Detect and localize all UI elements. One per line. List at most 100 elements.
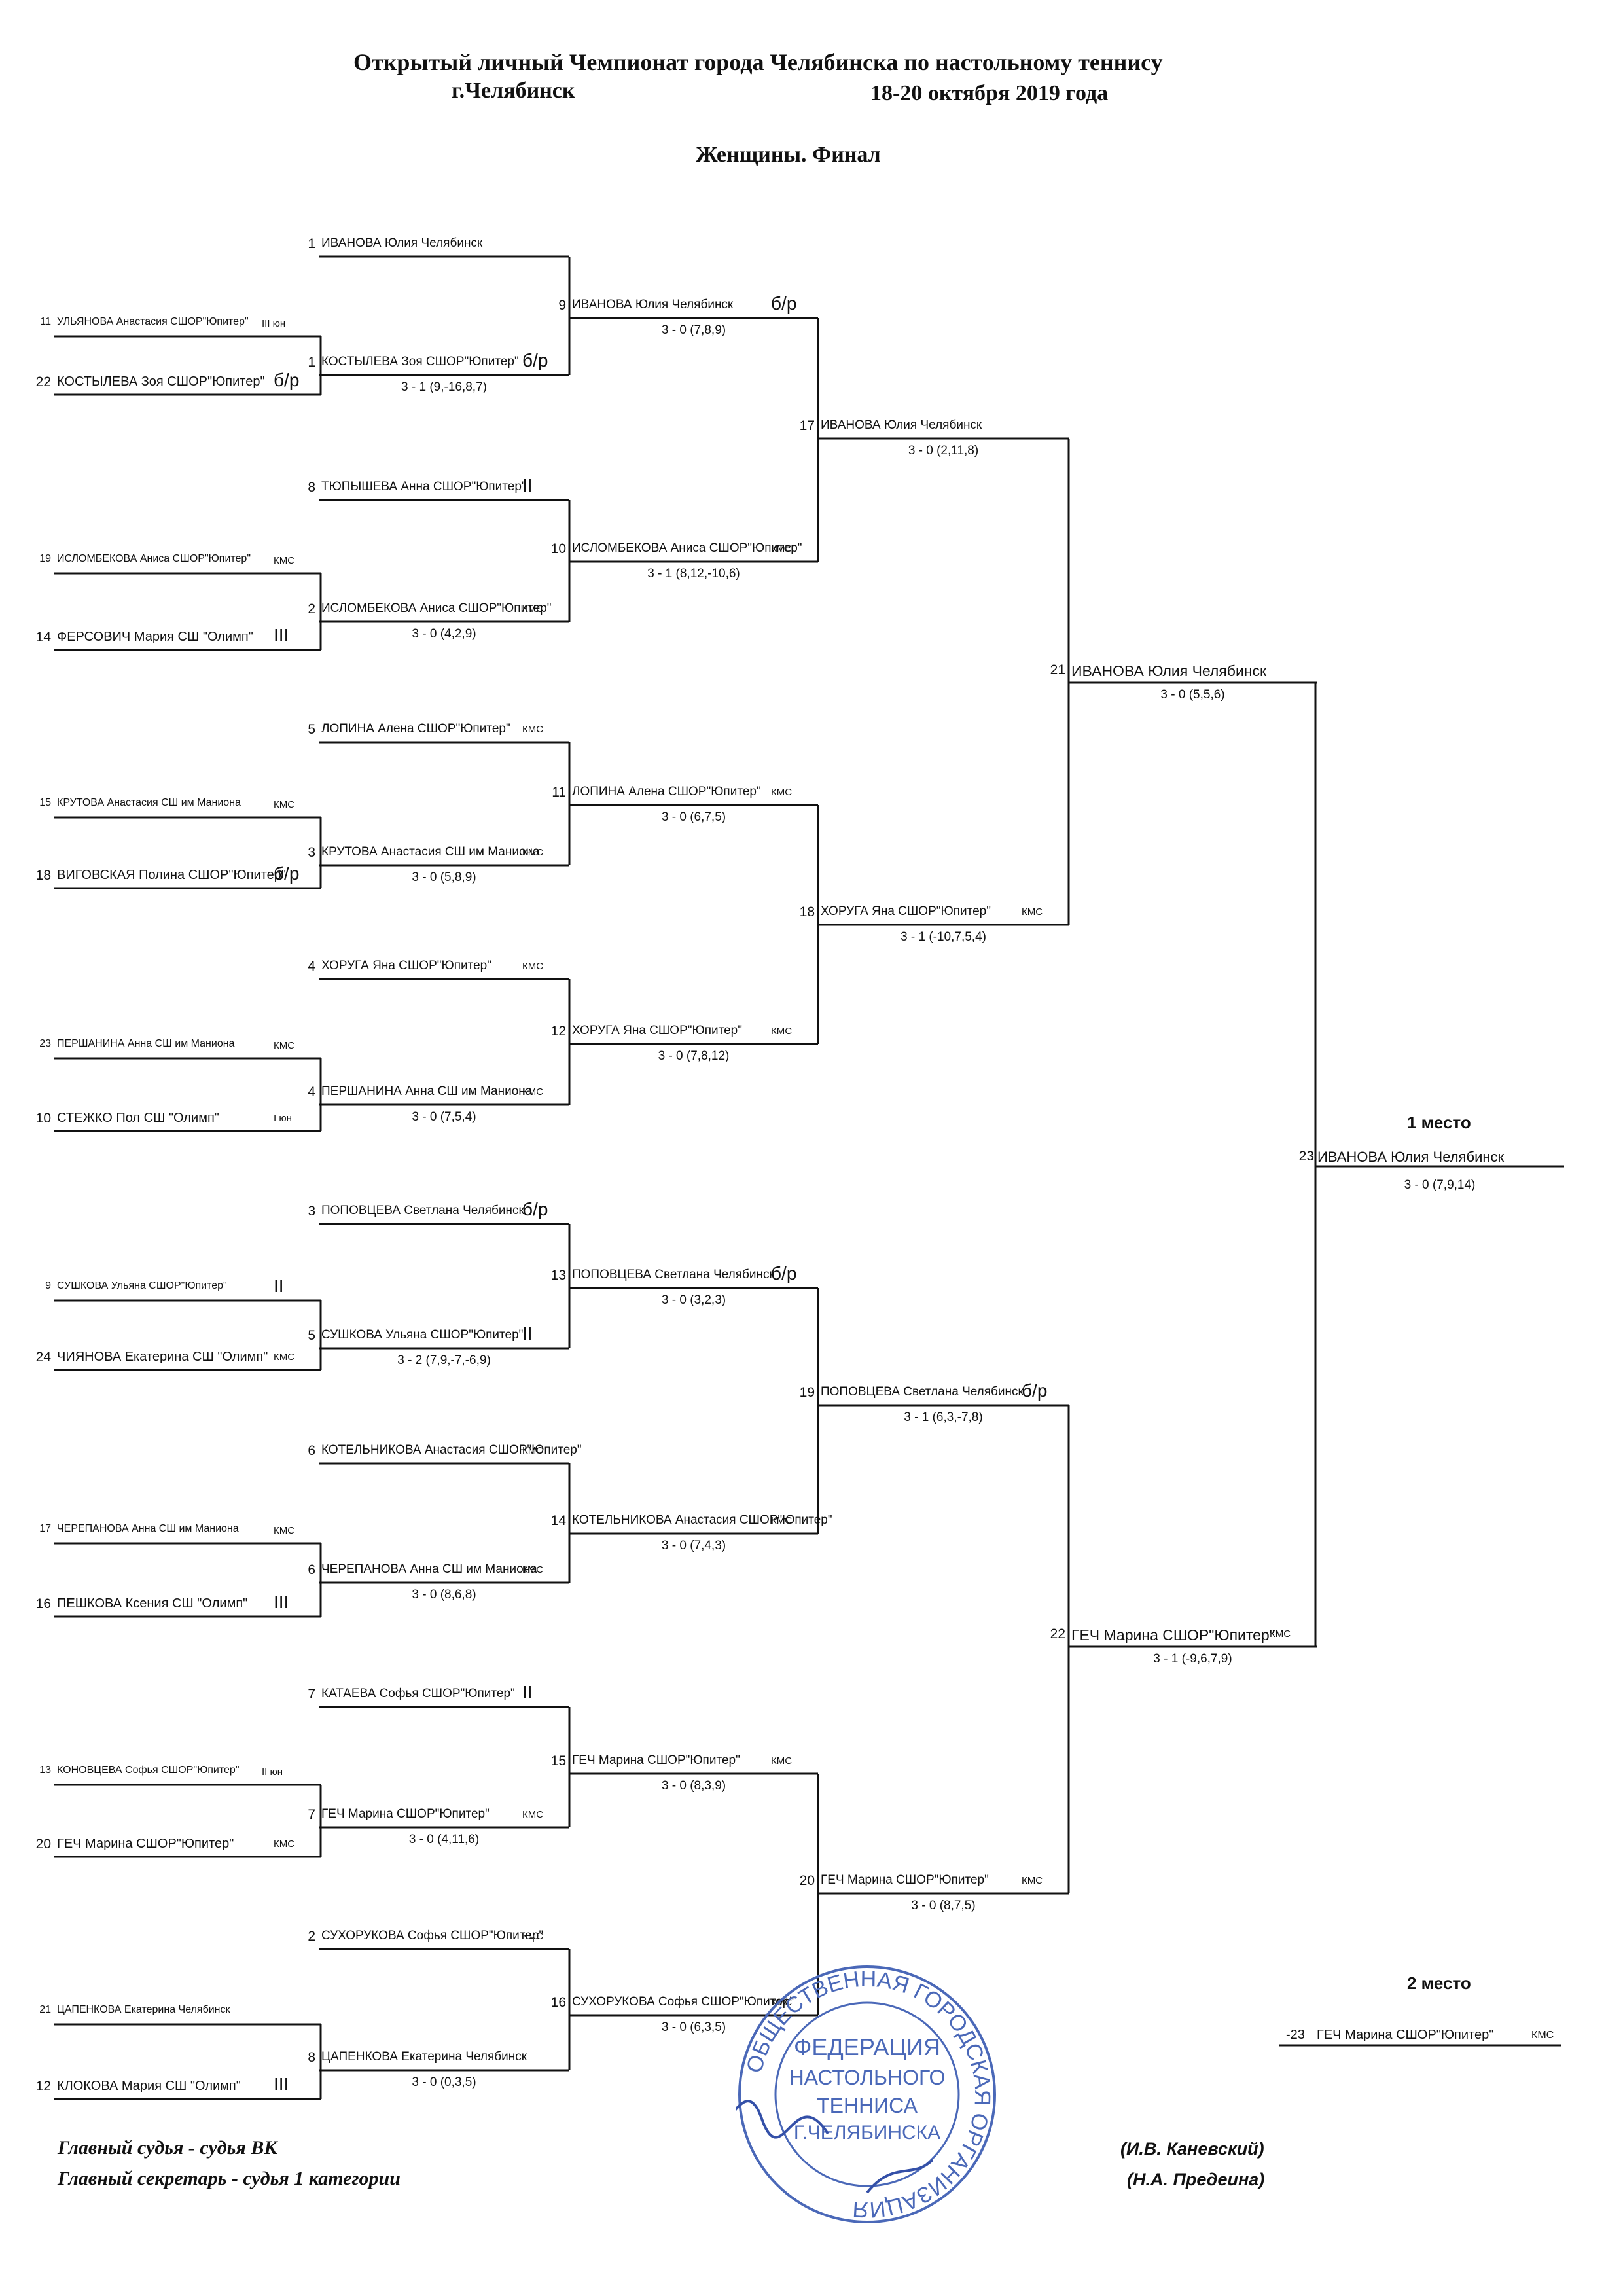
- grade-badge: КМС: [274, 1839, 295, 1850]
- grade-badge: КМС: [771, 1026, 793, 1037]
- match-score: 3 - 2 (7,9,-7,-6,9): [397, 1354, 491, 1367]
- grade-badge: КМС: [522, 847, 544, 858]
- player-name: ИСЛОМБЕКОВА Аниса СШОР"Юпитер": [57, 553, 251, 564]
- grade-badge: б/р: [522, 1199, 548, 1219]
- player-name: КОСТЫЛЕВА Зоя СШОР"Юпитер": [321, 355, 519, 368]
- runner-up-grade: КМС: [1531, 2030, 1554, 2041]
- match-score: 3 - 0 (8,3,9): [661, 1779, 726, 1793]
- grade-badge: I юн: [274, 1113, 292, 1124]
- player-name: ИВАНОВА Юлия Челябинск: [572, 298, 734, 312]
- grade-badge: б/р: [771, 1263, 797, 1283]
- match-score: 3 - 0 (0,3,5): [412, 2075, 476, 2089]
- match-score: 3 - 0 (7,8,12): [658, 1049, 730, 1063]
- entry-number: 22: [1050, 1626, 1065, 1641]
- chief-secretary-title: Главный секретарь - судья 1 категории: [58, 2168, 401, 2189]
- match-score: 3 - 0 (2,11,8): [908, 444, 979, 457]
- match-score: 3 - 0 (5,8,9): [412, 870, 476, 884]
- entry-number: 12: [35, 2079, 51, 2094]
- entry-number: 1: [308, 355, 315, 370]
- grade-badge: КМС: [1022, 1875, 1043, 1886]
- runner-up-number: -23: [1286, 2028, 1305, 2042]
- player-name: СТЕЖКО Пол СШ "Олимп": [57, 1111, 219, 1125]
- svg-text:Г.ЧЕЛЯБИНСКА: Г.ЧЕЛЯБИНСКА: [794, 2122, 940, 2144]
- player-name: ИВАНОВА Юлия Челябинск: [1071, 662, 1267, 679]
- chief-judge-name: (И.В. Каневский): [1120, 2139, 1264, 2159]
- grade-badge: КМС: [771, 787, 793, 798]
- second-place-label: 2 место: [1407, 1973, 1471, 1993]
- grade-badge: б/р: [274, 370, 300, 390]
- match-score: 3 - 1 (-10,7,5,4): [901, 930, 986, 944]
- entry-number: 13: [39, 1765, 51, 1776]
- grade-badge: II: [522, 1682, 533, 1702]
- entry-number: 15: [550, 1753, 566, 1768]
- entry-number: 7: [308, 1687, 315, 1702]
- entry-number: 18: [799, 905, 815, 920]
- final-number: 23: [1298, 1149, 1314, 1164]
- entry-number: 14: [35, 630, 51, 645]
- grade-badge: КМС: [522, 603, 544, 615]
- player-name: ЧЕРЕПАНОВА Анна СШ им Маниона: [321, 1562, 537, 1576]
- match-score: 3 - 0 (7,8,9): [661, 323, 726, 337]
- entry-number: 16: [35, 1596, 51, 1611]
- entry-number: 5: [308, 722, 315, 737]
- entry-number: 17: [39, 1523, 51, 1534]
- subtitle: Женщины. Финал: [696, 143, 881, 167]
- entry-number: 11: [552, 785, 566, 800]
- entry-number: 2: [308, 601, 315, 617]
- entry-number: 18: [35, 868, 51, 883]
- grade-badge: КМС: [274, 1040, 295, 1051]
- grade-badge: КМС: [771, 1755, 793, 1767]
- player-name: ЦАПЕНКОВА Екатерина Челябинск: [321, 2050, 527, 2064]
- entry-number: 11: [40, 316, 51, 327]
- player-name: ВИГОВСКАЯ Полина СШОР"Юпитер": [57, 868, 286, 882]
- entry-number: 9: [45, 1280, 51, 1291]
- entry-number: 16: [550, 1995, 566, 2010]
- player-name: ПОПОВЦЕВА Светлана Челябинск: [821, 1385, 1024, 1399]
- player-name: ИВАНОВА Юлия Челябинск: [321, 236, 483, 250]
- match-score: 3 - 1 (9,-16,8,7): [401, 380, 487, 394]
- grade-badge: б/р: [274, 863, 300, 884]
- final-score: 3 - 0 (7,9,14): [1404, 1178, 1476, 1192]
- player-name: ГЕЧ Марина СШОР"Юпитер": [572, 1753, 740, 1767]
- match-score: 3 - 0 (4,2,9): [412, 627, 476, 641]
- player-name: КОСТЫЛЕВА Зоя СШОР"Юпитер": [57, 374, 265, 389]
- match-score: 3 - 1 (6,3,-7,8): [904, 1410, 983, 1424]
- entry-number: 3: [308, 1204, 315, 1219]
- match-score: 3 - 0 (5,5,6): [1160, 688, 1225, 702]
- player-name: ПОПОВЦЕВА Светлана Челябинск: [321, 1204, 524, 1217]
- grade-badge: КМС: [522, 1564, 544, 1575]
- entry-number: 19: [799, 1385, 815, 1400]
- entry-number: 21: [39, 2004, 51, 2015]
- grade-badge: III юн: [262, 318, 286, 329]
- grade-badge: III: [274, 2074, 289, 2094]
- player-name: КОНОВЦЕВА Софья СШОР"Юпитер": [57, 1765, 240, 1776]
- grade-badge: III: [274, 1592, 289, 1612]
- organization-stamp: ОБЩЕСТВЕННАЯ ГОРОДСКАЯ ОРГАНИЗАЦИЯ ФЕДЕР…: [736, 1965, 996, 2223]
- entry-number: 6: [308, 1443, 315, 1458]
- entry-number: 17: [799, 418, 815, 433]
- svg-text:ФЕДЕРАЦИЯ: ФЕДЕРАЦИЯ: [794, 2034, 940, 2060]
- grade-badge: II: [522, 1323, 533, 1344]
- grade-badge: КМС: [771, 1515, 793, 1526]
- player-name: СУШКОВА Ульяна СШОР"Юпитер": [321, 1328, 524, 1342]
- player-name: ФЕРСОВИЧ Мария СШ "Олимп": [57, 630, 253, 644]
- entry-number: 6: [308, 1562, 315, 1577]
- player-name: СУХОРУКОВА Софья СШОР"Юпитер": [321, 1929, 544, 1943]
- player-name: СУШКОВА Ульяна СШОР"Юпитер": [57, 1280, 227, 1291]
- grade-badge: II: [274, 1276, 284, 1296]
- player-name: ГЕЧ Марина СШОР"Юпитер": [821, 1873, 989, 1887]
- player-name: ИВАНОВА Юлия Челябинск: [821, 418, 982, 432]
- entry-number: 22: [35, 374, 51, 389]
- grade-badge: КМС: [1022, 906, 1043, 918]
- match-score: 3 - 1 (8,12,-10,6): [647, 567, 740, 581]
- player-name: ПОПОВЦЕВА Светлана Челябинск: [572, 1268, 775, 1282]
- entry-number: 4: [308, 1085, 315, 1100]
- player-name: ПЕРШАНИНА Анна СШ им Маниона: [57, 1038, 235, 1049]
- match-score: 3 - 0 (6,3,5): [661, 2020, 726, 2034]
- grade-badge: КМС: [274, 555, 295, 566]
- player-name: УЛЬЯНОВА Анастасия СШОР"Юпитер": [57, 316, 249, 327]
- grade-badge: КМС: [522, 1809, 544, 1820]
- grade-badge: КМС: [522, 1931, 544, 1942]
- player-name: ГЕЧ Марина СШОР"Юпитер": [1071, 1626, 1275, 1643]
- entry-number: 10: [35, 1111, 51, 1126]
